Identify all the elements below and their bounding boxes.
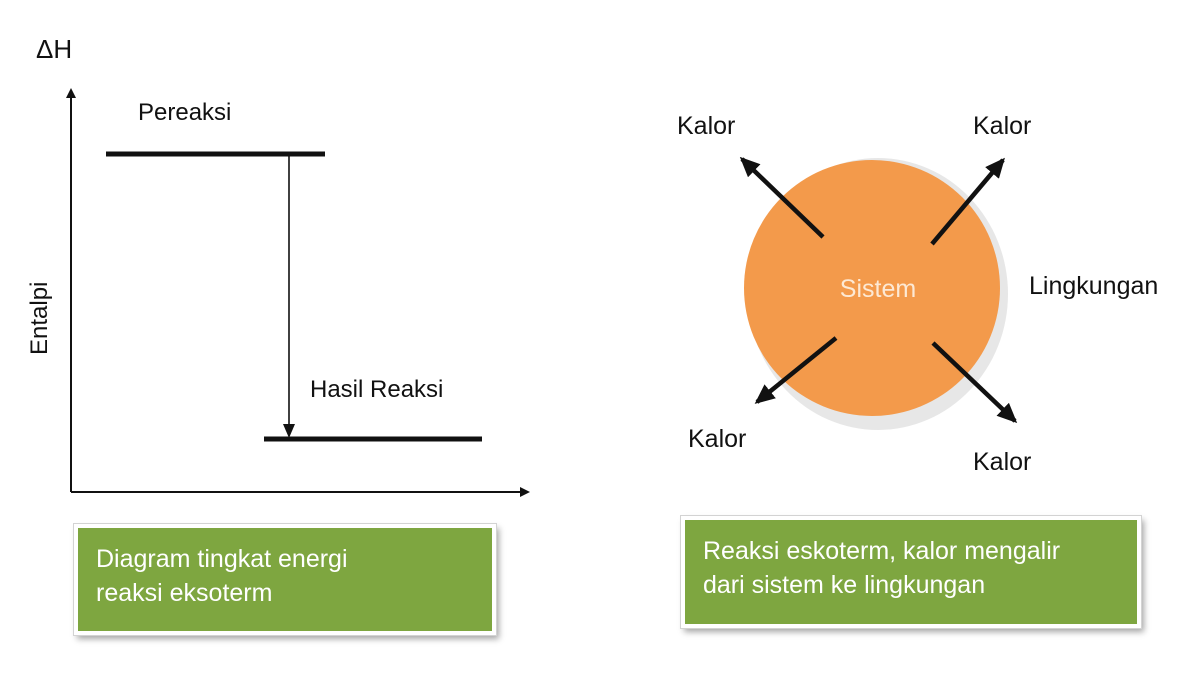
energy-caption-line-1: Diagram tingkat energi — [96, 545, 348, 573]
surroundings-label: Lingkungan — [1029, 272, 1158, 300]
heat-label-top-left: Kalor — [677, 112, 735, 140]
system-diagram-caption: Reaksi eskoterm, kalor mengalir dari sis… — [681, 516, 1141, 628]
energy-level-diagram: ΔH Entalpi Pereaksi Hasil Reaksi — [26, 34, 530, 497]
system-surroundings-diagram: Sistem Lingkungan Kalor Kalor Kalor Kalo… — [677, 112, 1158, 476]
system-label: Sistem — [840, 275, 916, 303]
heat-arrow-bottom-right — [931, 341, 1018, 424]
heat-label-bottom-left: Kalor — [688, 425, 746, 453]
heat-label-bottom-right: Kalor — [973, 448, 1031, 476]
heat-arrow-bottom-left — [754, 336, 838, 404]
heat-label-top-right: Kalor — [973, 112, 1031, 140]
reactant-label: Pereaksi — [138, 99, 231, 126]
product-label: Hasil Reaksi — [310, 376, 443, 403]
system-caption-line-1: Reaksi eskoterm, kalor mengalir — [703, 537, 1061, 565]
heat-arrow-top-left — [739, 156, 825, 239]
system-caption-line-2: dari sistem ke lingkungan — [703, 571, 986, 599]
energy-diagram-caption: Diagram tingkat energi reaksi eksoterm — [74, 524, 496, 635]
heat-arrow-top-right — [930, 157, 1005, 246]
energy-caption-line-2: reaksi eksoterm — [96, 579, 273, 607]
enthalpy-axis-label: Entalpi — [26, 282, 53, 355]
delta-h-label: ΔH — [36, 34, 72, 64]
